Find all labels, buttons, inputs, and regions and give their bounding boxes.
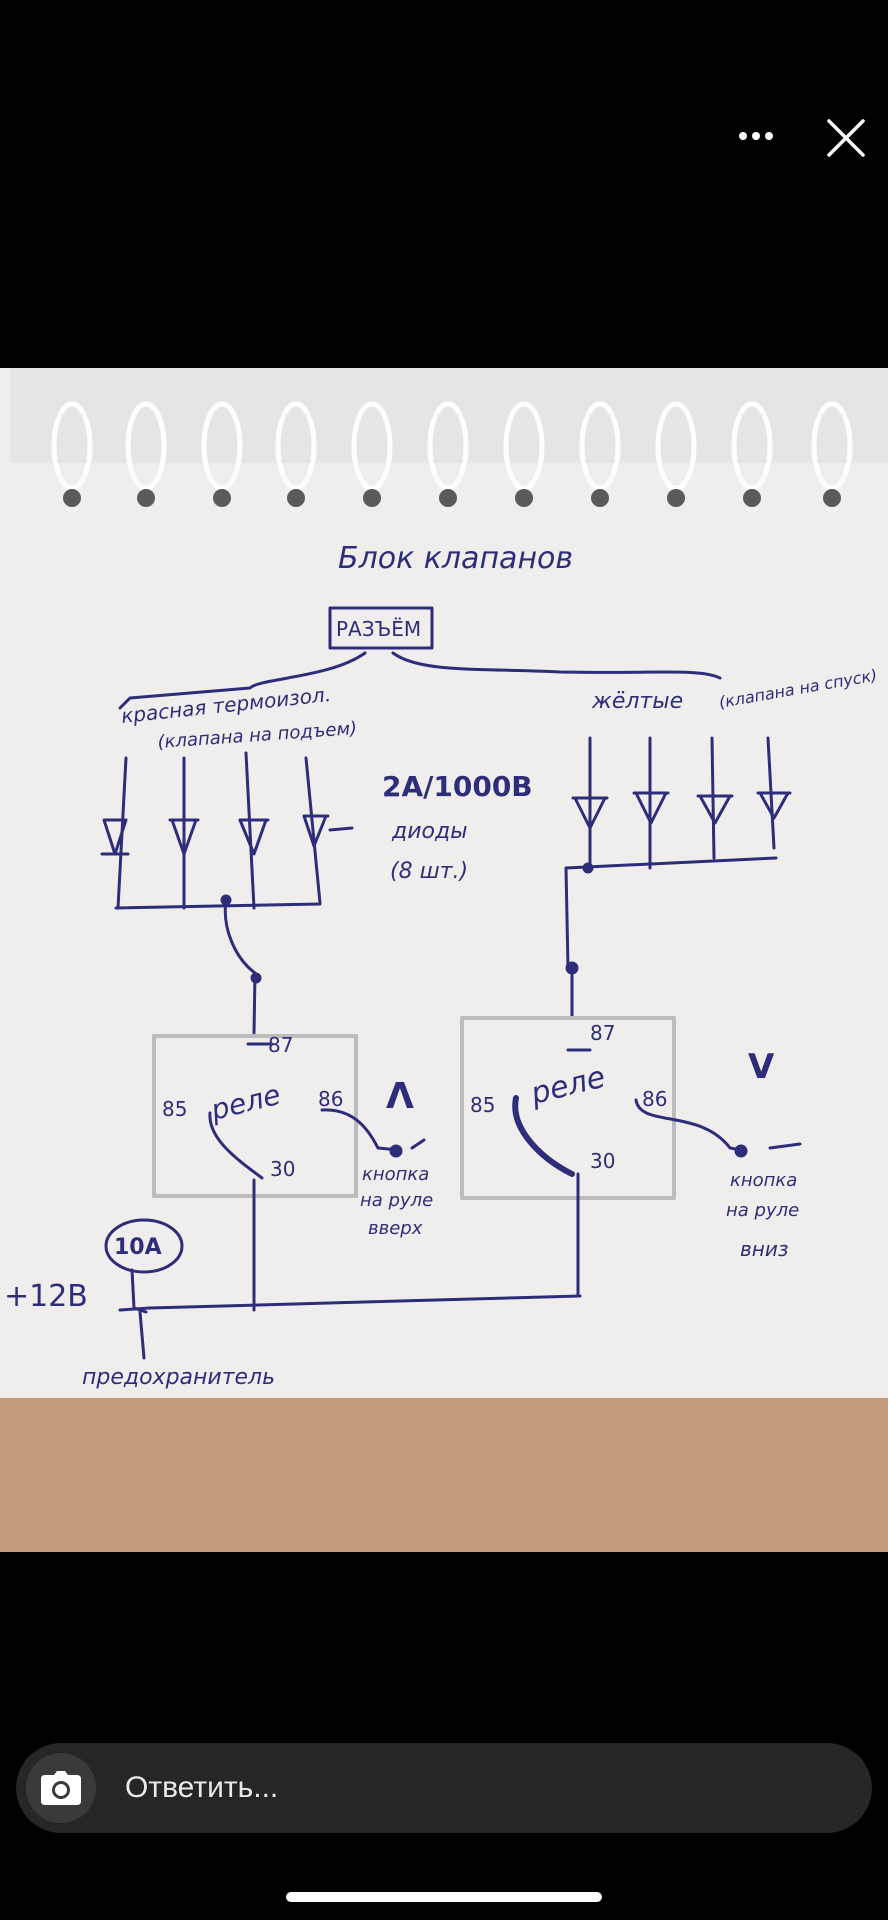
diode-count: (8 шт.) [390,859,468,884]
left-pin-87: 87 [268,1033,293,1057]
spiral-ring [125,401,167,491]
spiral-ring [811,401,853,491]
close-icon [827,119,865,157]
fuse-circle [104,1218,184,1274]
right-pin-30: 30 [590,1149,615,1173]
left-pin-85: 85 [162,1097,187,1121]
diode-label: диоды [391,819,468,844]
spiral-ring [275,401,317,491]
spiral-hole [213,489,231,507]
spiral-ring [731,401,773,491]
spiral-hole [515,489,533,507]
close-button[interactable] [818,110,874,166]
right-group-label: жёлтые [591,689,683,714]
right-pin-87: 87 [590,1021,615,1045]
spiral-ring [351,401,393,491]
fuse-rating: 10A [114,1235,162,1260]
right-relay-box [460,1016,676,1200]
right-diode-group [564,736,792,1020]
spiral-ring [201,401,243,491]
right-pin-86: 86 [642,1087,667,1111]
button-up-line2: на руле [360,1190,433,1211]
spiral-hole [439,489,457,507]
left-pin-30: 30 [270,1157,295,1181]
more-options-button[interactable] [728,118,784,154]
camera-button[interactable] [26,1753,96,1823]
reply-bar[interactable]: Ответить... [16,1743,872,1833]
button-up-line1: кнопка [362,1164,429,1185]
spiral-hole [137,489,155,507]
spiral-ring [503,401,545,491]
home-indicator[interactable] [286,1892,602,1902]
spiral-hole [667,489,685,507]
button-up-line3: вверх [368,1218,423,1239]
spiral-hole [591,489,609,507]
notebook-page [0,368,888,1398]
spiral-hole [63,489,81,507]
button-down-line3: вниз [740,1237,789,1261]
spiral-ring [655,401,697,491]
fuse-label: предохранитель [82,1365,275,1390]
spiral-ring [427,401,469,491]
photo: Блок клапанов РАЗЪЁМ красная термоизол. … [0,368,888,1552]
camera-icon [41,1771,81,1805]
right-pin-85: 85 [470,1093,495,1117]
title: Блок клапанов [338,541,573,576]
button-down-line1: кнопка [730,1170,797,1191]
spiral-hole [743,489,761,507]
spiral-hole [363,489,381,507]
spiral-ring [51,401,93,491]
power-label: +12B [4,1279,88,1314]
left-pin-86: 86 [318,1087,343,1111]
connector-label: РАЗЪЁМ [336,617,421,641]
button-down-line2: на руле [726,1200,799,1221]
down-arrow: V [748,1047,775,1087]
spiral-hole [287,489,305,507]
spiral-hole [823,489,841,507]
left-diode-group [100,751,354,1035]
diode-rating: 2A/1000B [382,770,533,803]
spiral-ring [579,401,621,491]
connector-box [328,606,434,650]
up-arrow: Λ [386,1076,414,1117]
reply-input[interactable]: Ответить... [125,1771,279,1804]
ellipsis-icon [739,132,773,140]
spiral-binding [51,401,853,507]
